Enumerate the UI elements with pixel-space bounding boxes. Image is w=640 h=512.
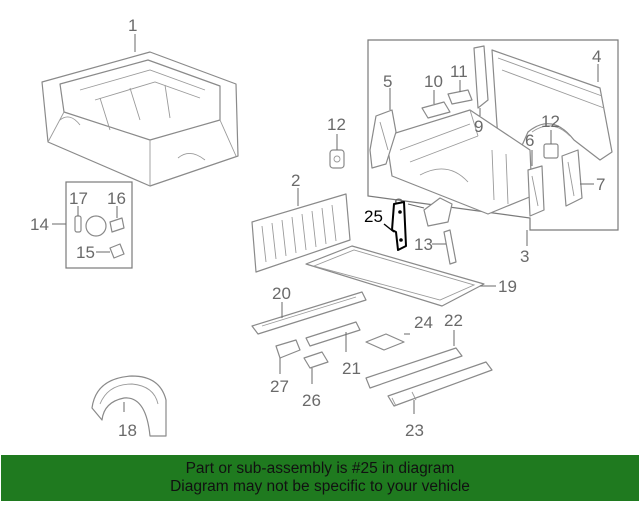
part-11-bracket[interactable]	[447, 89, 473, 105]
part-4-side-outer-panel[interactable]	[491, 49, 613, 161]
part-22-rear-sill[interactable]	[365, 347, 463, 389]
callout-23[interactable]: 23	[405, 421, 424, 440]
part-3-group-frame	[367, 39, 619, 231]
part-17-clip[interactable]	[74, 215, 82, 233]
callout-13[interactable]: 13	[414, 235, 433, 254]
leader-25	[383, 223, 395, 233]
part-8-wheelhouse-brace[interactable]	[423, 197, 453, 227]
callout-4[interactable]: 4	[592, 47, 601, 66]
part-13-stake-bracket[interactable]	[443, 229, 457, 265]
part-1-pickup-box[interactable]	[41, 51, 239, 187]
callout-12a[interactable]: 12	[327, 115, 346, 134]
callout-21[interactable]: 21	[342, 359, 361, 378]
callout-1[interactable]: 1	[128, 16, 137, 35]
part-9-pillar-strip[interactable]	[473, 45, 489, 109]
part-10-bracket[interactable]	[421, 101, 451, 119]
callout-2[interactable]: 2	[291, 171, 300, 190]
part-3-side-inner-panel[interactable]	[385, 109, 533, 215]
part-21-sill[interactable]	[305, 321, 361, 347]
callout-12b[interactable]: 12	[541, 112, 560, 131]
part-15-bolt[interactable]	[109, 243, 125, 259]
callout-7[interactable]: 7	[596, 175, 605, 194]
part-2-front-panel[interactable]	[251, 193, 351, 273]
part-20-crossmember[interactable]	[251, 291, 367, 335]
part-25-highlighted[interactable]	[391, 201, 407, 251]
part-6-rear-bracket[interactable]	[527, 165, 545, 217]
callout-19[interactable]: 19	[498, 277, 517, 296]
callout-17[interactable]: 17	[69, 189, 88, 208]
callout-14[interactable]: 14	[30, 215, 49, 234]
callout-26[interactable]: 26	[302, 391, 321, 410]
part-26-bracket[interactable]	[303, 351, 329, 369]
notice-line-2: Diagram may not be specific to your vehi…	[170, 478, 470, 495]
leader-8	[407, 203, 425, 209]
notice-banner: Part or sub-assembly is #25 in diagram D…	[1, 455, 639, 501]
callout-22[interactable]: 22	[444, 311, 463, 330]
parts-diagram: 1 3 4 5 10 11 9 6	[30, 16, 619, 440]
callout-18[interactable]: 18	[118, 421, 137, 440]
part-19-floor-panel[interactable]	[305, 245, 485, 307]
callout-15[interactable]: 15	[76, 243, 95, 262]
callout-9[interactable]: 9	[474, 117, 483, 136]
notice-line-1: Part or sub-assembly is #25 in diagram	[185, 460, 455, 477]
part-24-plate[interactable]	[365, 333, 405, 351]
callout-27[interactable]: 27	[270, 377, 289, 396]
callout-6[interactable]: 6	[525, 131, 534, 150]
part-12-bumper-center[interactable]	[329, 149, 345, 169]
part-14-fastener-group	[65, 181, 133, 269]
callout-10[interactable]: 10	[424, 72, 443, 91]
part-5-front-pillar[interactable]	[369, 109, 397, 169]
part-18-wheelhouse-liner[interactable]	[91, 375, 167, 437]
parts-diagram-svg: 1 3 4 5 10 11 9 6	[30, 16, 619, 440]
part-7-corner-pillar[interactable]	[561, 149, 583, 207]
part-23-rear-crossmember[interactable]	[387, 361, 493, 407]
part-12-bumper-right[interactable]	[543, 143, 559, 159]
part-16-cap[interactable]	[85, 215, 125, 237]
callout-5[interactable]: 5	[383, 72, 392, 91]
callout-25[interactable]: 25	[364, 207, 383, 226]
callout-11[interactable]: 11	[450, 62, 468, 81]
callout-3[interactable]: 3	[520, 247, 529, 266]
callout-24[interactable]: 24	[414, 313, 433, 332]
callout-16[interactable]: 16	[107, 189, 126, 208]
part-27-bracket[interactable]	[275, 339, 301, 359]
callout-20[interactable]: 20	[272, 284, 291, 303]
